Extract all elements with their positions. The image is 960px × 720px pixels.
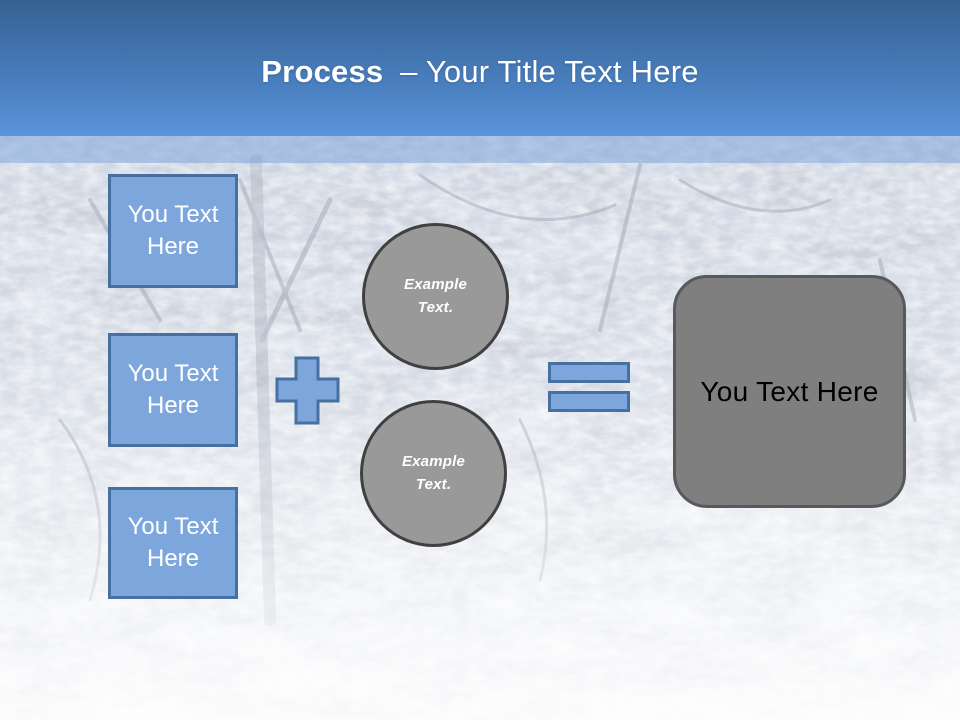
input-box-2[interactable]: You Text Here [108,333,238,447]
slide-title: Process – Your Title Text Here [0,54,960,90]
input-box-1-label: You Text Here [127,201,219,260]
title-keyword: Process [261,54,384,89]
equals-icon [548,362,630,383]
result-box-label: You Text Here [700,375,879,407]
title-bar: Process – Your Title Text Here [0,0,960,136]
example-circle-1-label: Example Text. [403,276,468,316]
input-box-1[interactable]: You Text Here [108,174,238,288]
title-subtitle: – Your Title Text Here [400,54,699,89]
input-box-2-label: You Text Here [127,360,219,419]
equals-icon [548,391,630,412]
result-box[interactable]: You Text Here [673,275,906,508]
input-box-3-label: You Text Here [127,513,219,572]
example-circle-2[interactable]: Example Text. [360,400,507,547]
example-circle-2-label: Example Text. [401,453,466,493]
example-circle-1[interactable]: Example Text. [362,223,509,370]
input-box-3[interactable]: You Text Here [108,487,238,599]
plus-icon [275,356,340,425]
header-underlay-band [0,136,960,163]
